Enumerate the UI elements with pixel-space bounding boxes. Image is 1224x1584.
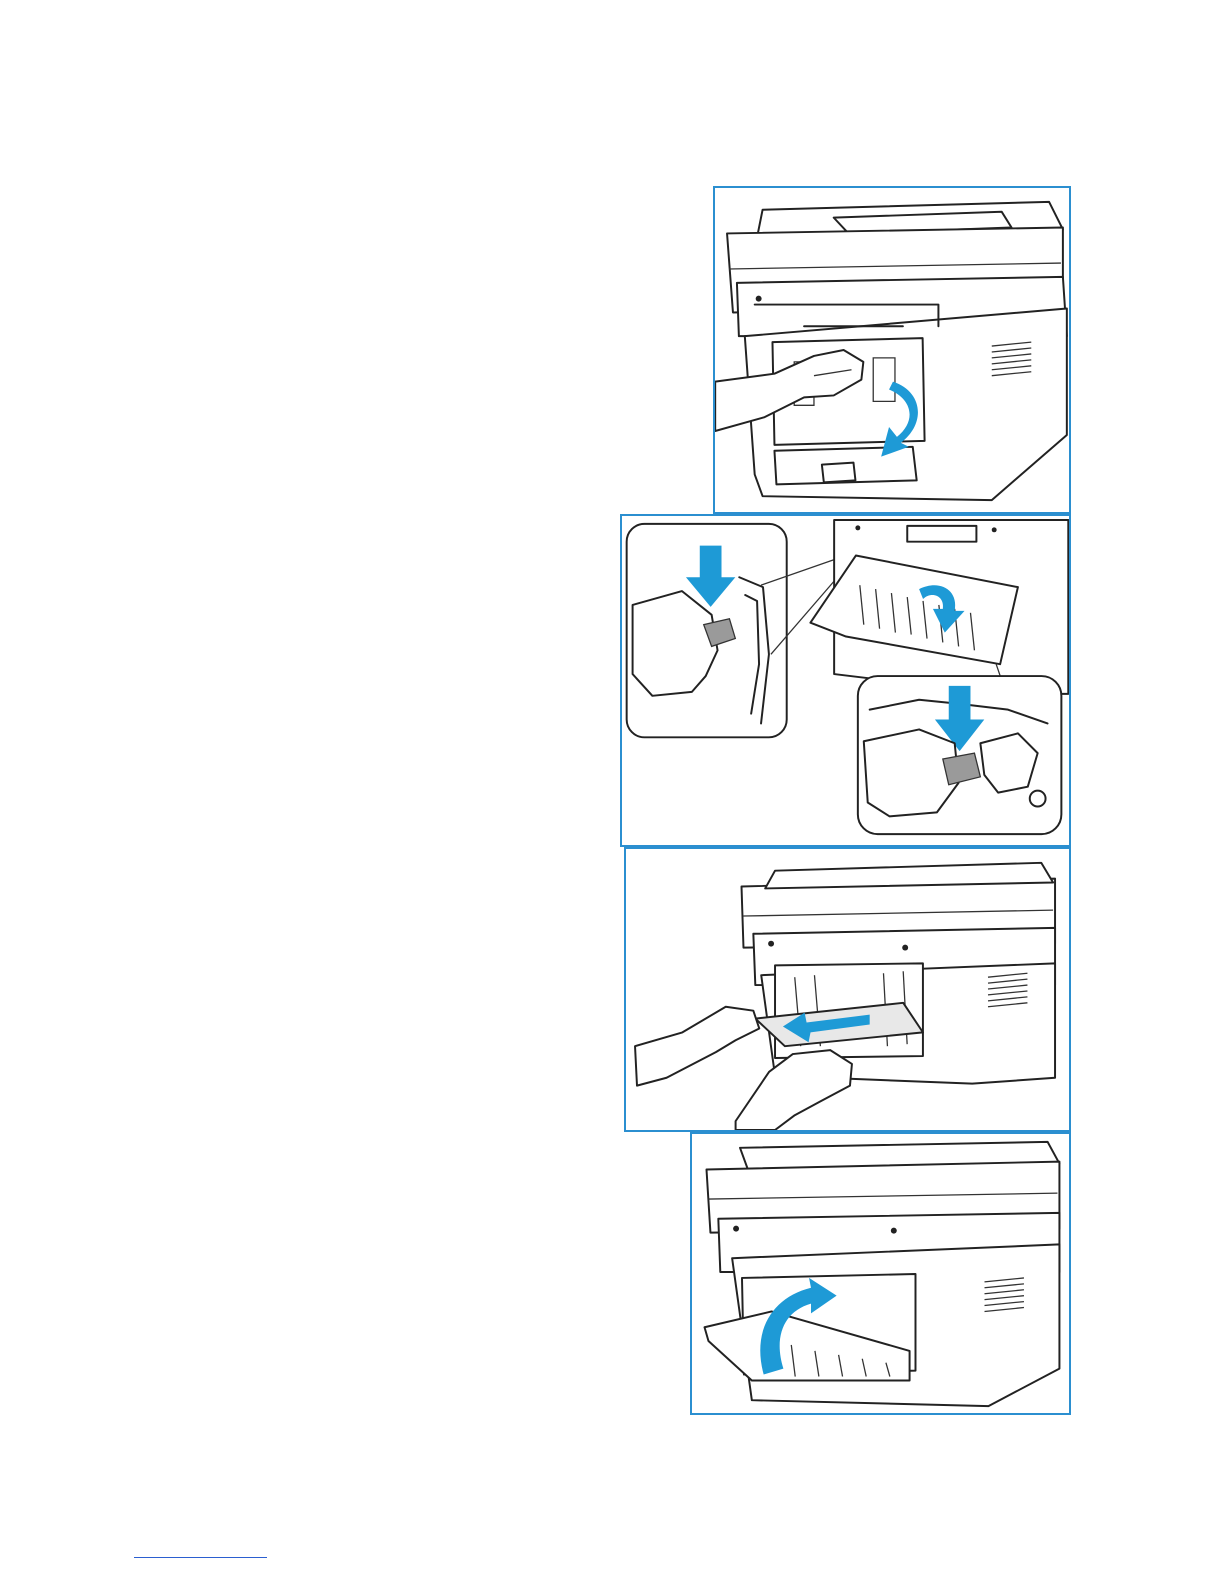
figure-remove-jammed-paper: [624, 847, 1071, 1132]
close-rear-cover-illustration: [692, 1134, 1069, 1413]
figure-release-fuser-levers: [620, 514, 1071, 847]
figure-open-rear-cover: [713, 186, 1071, 514]
figure-close-rear-cover: [690, 1132, 1071, 1415]
open-rear-cover-illustration: [715, 188, 1069, 512]
footer-rule: [134, 1557, 267, 1558]
release-fuser-levers-illustration: [622, 516, 1069, 845]
remove-jammed-paper-illustration: [626, 849, 1069, 1130]
